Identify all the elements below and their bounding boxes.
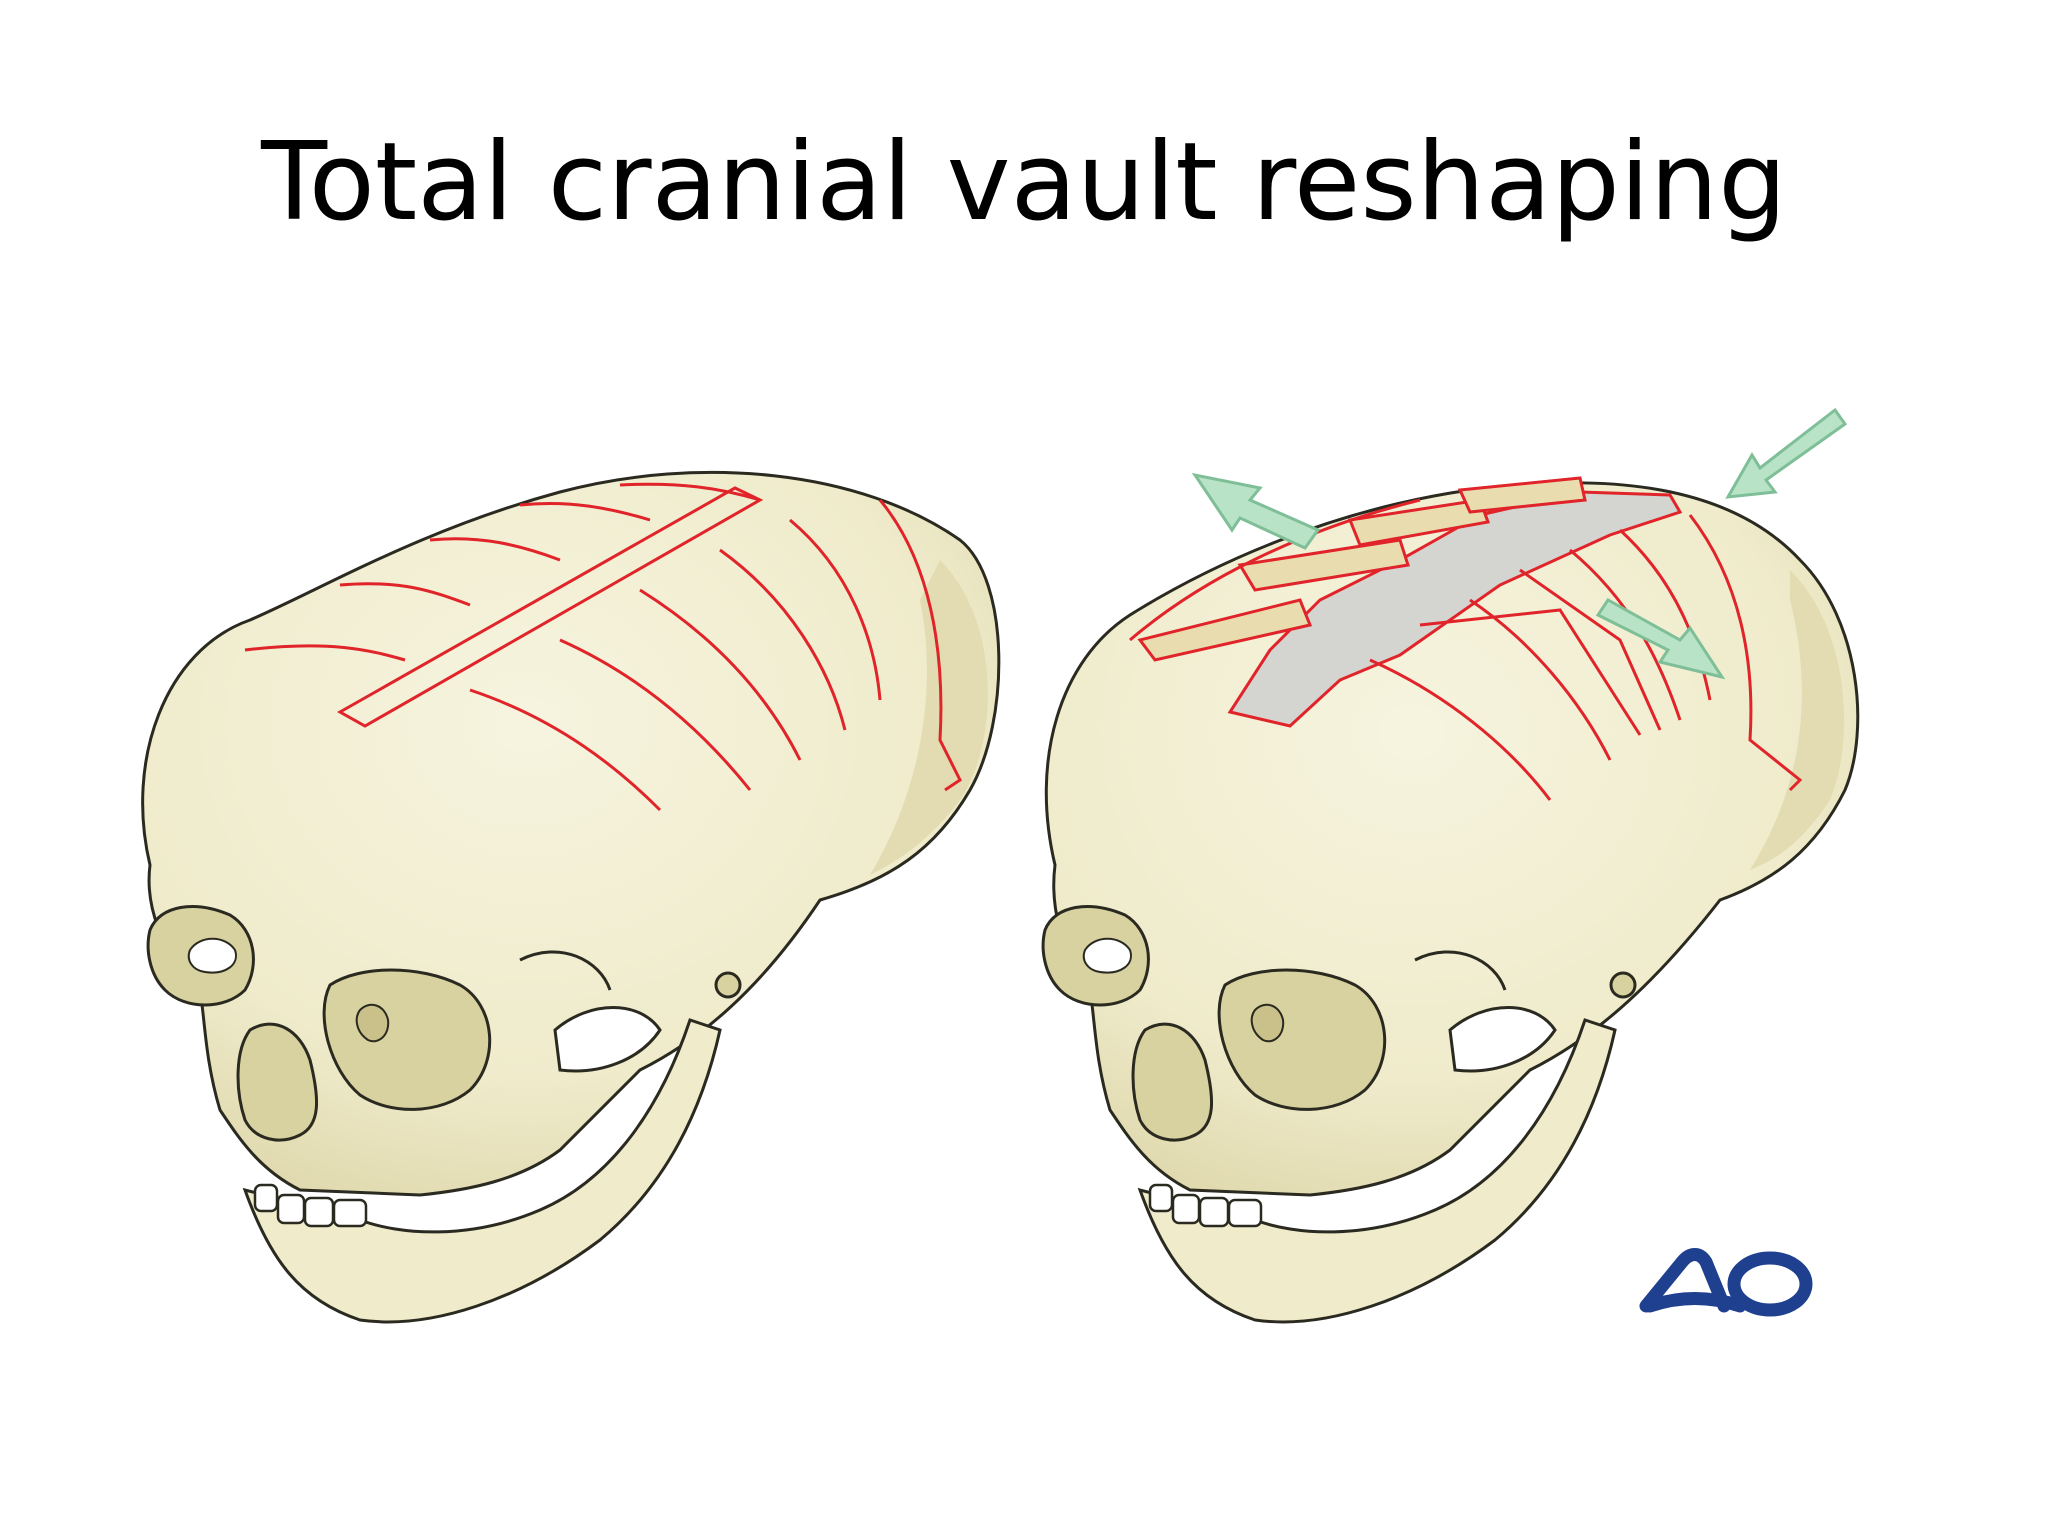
arrow-expand-forward-icon xyxy=(1191,472,1321,550)
right-nasal xyxy=(1131,1022,1214,1142)
right-skull xyxy=(1041,476,1860,1324)
left-nasal xyxy=(236,1022,319,1142)
right-bone-segments xyxy=(1137,476,1587,662)
slide-title: Total cranial vault reshaping xyxy=(261,120,1787,245)
left-mandible xyxy=(242,1018,722,1324)
left-cut-lines xyxy=(244,482,962,812)
left-orbit-right xyxy=(322,968,492,1111)
arrow-compress-back-icon xyxy=(1725,407,1848,499)
ao-logo-icon xyxy=(1639,1248,1813,1317)
right-removed-strip xyxy=(1227,490,1683,728)
right-mandible xyxy=(1137,1018,1617,1324)
arrows xyxy=(1191,407,1848,680)
left-teeth xyxy=(253,1183,368,1228)
arrow-expand-lateral-icon xyxy=(1595,598,1726,680)
left-skull xyxy=(141,470,1001,1324)
right-orbit-right xyxy=(1217,968,1387,1111)
right-teeth xyxy=(1148,1183,1263,1228)
